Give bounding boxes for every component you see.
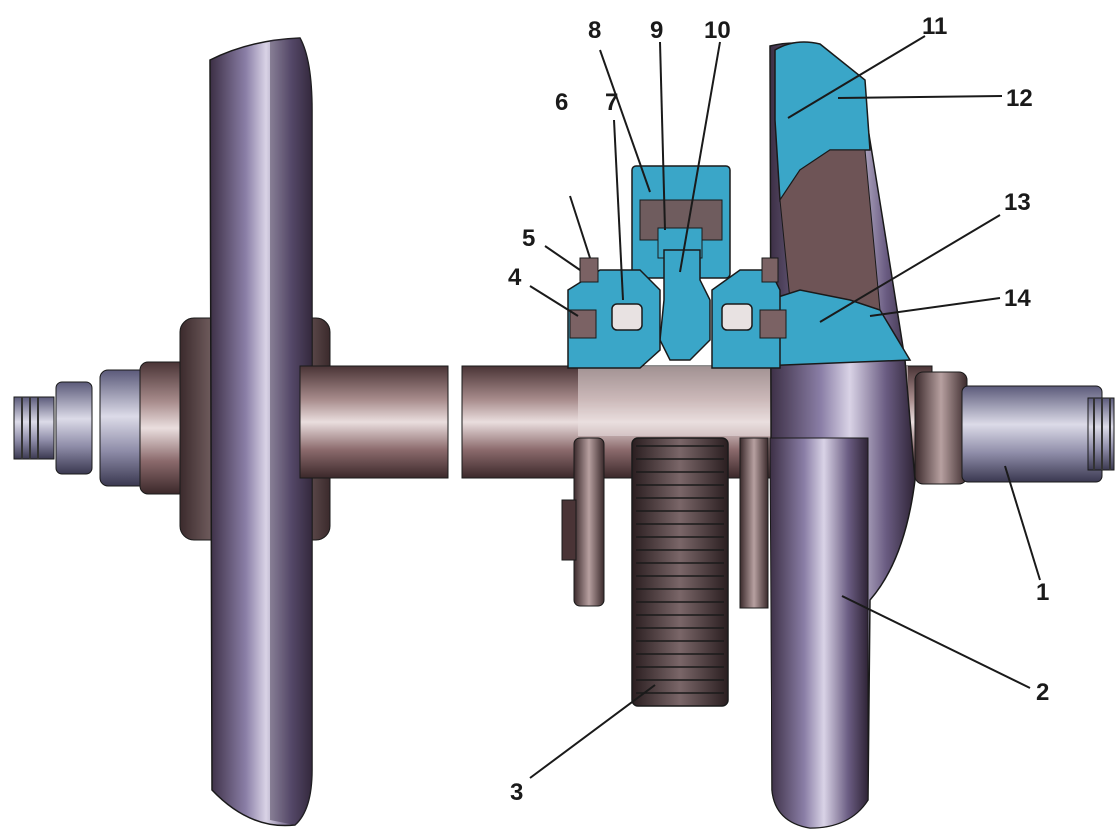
callout-1: 1 (1036, 579, 1049, 606)
callout-13: 13 (1004, 189, 1031, 216)
leader-8 (599, 49, 651, 193)
callout-8: 8 (588, 17, 601, 44)
leader-11 (787, 35, 926, 119)
gear-hub-section (659, 249, 711, 361)
callout-14: 14 (1004, 285, 1031, 312)
leader-2 (841, 595, 1031, 689)
left-axle-end (13, 361, 191, 495)
callout-labels: 1 2 3 4 5 6 7 8 9 10 11 12 13 14 (508, 13, 1049, 806)
leader-6 (569, 195, 591, 259)
left-wheel (209, 37, 313, 827)
callout-4: 4 (508, 264, 522, 291)
callout-6: 6 (555, 89, 568, 116)
leader-10 (679, 41, 721, 273)
callout-2: 2 (1036, 679, 1049, 706)
leader-13 (819, 214, 1001, 323)
right-wheel-section (759, 41, 912, 367)
callout-5: 5 (522, 225, 535, 252)
leader-3 (529, 684, 656, 779)
leader-4 (529, 285, 579, 317)
callout-11: 11 (922, 13, 947, 40)
callout-9: 9 (650, 17, 663, 44)
leader-12 (837, 95, 1003, 99)
leader-14 (869, 297, 1001, 317)
callout-7: 7 (605, 89, 618, 116)
leader-7 (613, 119, 624, 301)
axle-left-segment (299, 365, 449, 479)
leader-9 (659, 41, 666, 231)
callout-10: 10 (704, 17, 731, 44)
roller-bearing-left (611, 303, 643, 331)
leader-lines (529, 35, 1041, 779)
right-axle-journal (914, 371, 1115, 485)
callout-3: 3 (510, 779, 523, 806)
leader-5 (544, 245, 581, 271)
gear-wheel (631, 437, 729, 707)
leader-1 (1004, 465, 1041, 581)
callout-12: 12 (1006, 85, 1033, 112)
gearbox-lower-plate (739, 437, 769, 609)
gear-disc-left-lower (561, 437, 605, 607)
roller-bearing-right (721, 303, 753, 331)
